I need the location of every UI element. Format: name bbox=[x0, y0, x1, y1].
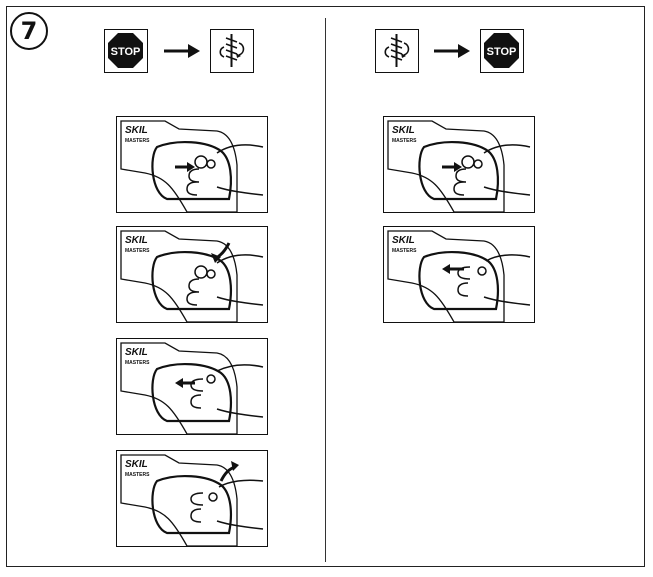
brand-sub-label: MASTERS bbox=[125, 360, 150, 366]
brand-sub-label: MASTERS bbox=[392, 248, 417, 254]
brand-sub-label: MASTERS bbox=[125, 472, 150, 478]
drill-panel-press-down: SKIL MASTERS bbox=[116, 226, 268, 323]
brand-label: SKIL bbox=[125, 459, 148, 470]
brand-label: SKIL bbox=[392, 125, 415, 136]
brand-label: SKIL bbox=[125, 347, 148, 358]
brand-label: SKIL bbox=[125, 235, 148, 246]
drill-panel-pull-left: SKIL MASTERS bbox=[383, 226, 535, 323]
drill-panel-push-right: SKIL MASTERS bbox=[383, 116, 535, 213]
drill-panel-release-up: SKIL MASTERS bbox=[116, 450, 268, 547]
brand-sub-label: MASTERS bbox=[392, 138, 417, 144]
brand-sub-label: MASTERS bbox=[125, 138, 150, 144]
brand-label: SKIL bbox=[125, 125, 148, 136]
step-number: 7 bbox=[10, 12, 48, 50]
drill-panel-pull-left: SKIL MASTERS bbox=[116, 338, 268, 435]
brand-sub-label: MASTERS bbox=[125, 248, 150, 254]
drill-panel-push-right: SKIL MASTERS bbox=[116, 116, 268, 213]
stop-label: STOP bbox=[487, 46, 517, 58]
column-divider bbox=[325, 18, 326, 562]
brand-label: SKIL bbox=[392, 235, 415, 246]
rotation-icon bbox=[375, 29, 419, 73]
right-arrow-icon bbox=[162, 42, 202, 60]
stop-icon: STOP bbox=[480, 29, 524, 73]
stop-label: STOP bbox=[111, 46, 141, 58]
stop-icon: STOP bbox=[104, 29, 148, 73]
rotation-icon bbox=[210, 29, 254, 73]
right-arrow-icon bbox=[432, 42, 472, 60]
